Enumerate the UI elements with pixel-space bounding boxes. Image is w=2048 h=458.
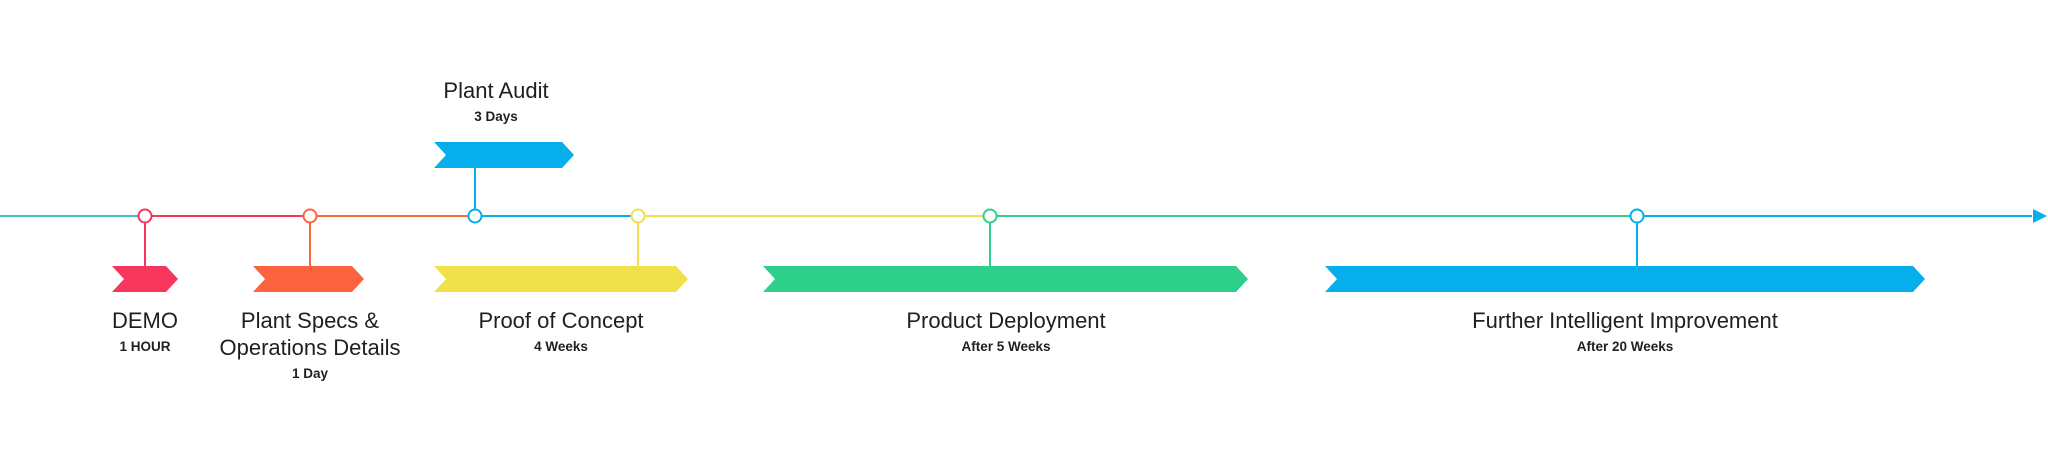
stage-audit-label: Plant Audit 3 Days: [443, 77, 548, 126]
stage-specs-label: Plant Specs & Operations Details 1 Day: [220, 307, 401, 383]
stage-arrow-specs: [253, 266, 364, 292]
stage-poc-label: Proof of Concept 4 Weeks: [478, 307, 643, 356]
stage-demo-label: DEMO 1 HOUR: [112, 307, 178, 356]
stage-audit-duration: 3 Days: [474, 109, 518, 124]
stage-deployment-title: Product Deployment: [906, 308, 1106, 333]
stage-poc-title: Proof of Concept: [478, 308, 644, 333]
stage-arrow-deployment: [763, 266, 1248, 292]
marker-poc: [630, 208, 646, 224]
stage-arrow-demo: [112, 266, 178, 292]
marker-improvement: [1629, 208, 1645, 224]
stage-deployment-duration: After 5 Weeks: [961, 339, 1051, 354]
timeline-axis: [0, 209, 2047, 223]
stage-deployment-label: Product Deployment After 5 Weeks: [906, 307, 1105, 356]
stage-arrow-audit: [434, 142, 574, 168]
stage-improvement-title: Further Intelligent Improvement: [1472, 308, 1778, 333]
marker-demo: [137, 208, 153, 224]
stage-specs-duration: 1 Day: [291, 366, 329, 381]
stage-poc-duration: 4 Weeks: [534, 339, 588, 354]
stage-audit-title: Plant Audit: [443, 78, 549, 103]
stage-improvement-label: Further Intelligent Improvement After 20…: [1472, 307, 1778, 356]
marker-specs: [302, 208, 318, 224]
timeline-markers: [137, 208, 1645, 224]
stage-demo-duration: 1 HOUR: [119, 339, 171, 354]
marker-deployment: [982, 208, 998, 224]
stage-arrows: [112, 142, 1925, 292]
stage-specs-title-line-1: Plant Specs &: [240, 308, 380, 333]
axis-arrowhead-icon: [2033, 209, 2047, 223]
stage-arrow-improvement: [1325, 266, 1925, 292]
stage-demo-title: DEMO: [112, 308, 178, 333]
stage-connectors: [144, 168, 1638, 266]
stage-improvement-duration: After 20 Weeks: [1576, 339, 1674, 354]
stage-specs-title-line-2: Operations Details: [219, 335, 401, 360]
stage-arrow-poc: [434, 266, 688, 292]
marker-audit: [467, 208, 483, 224]
